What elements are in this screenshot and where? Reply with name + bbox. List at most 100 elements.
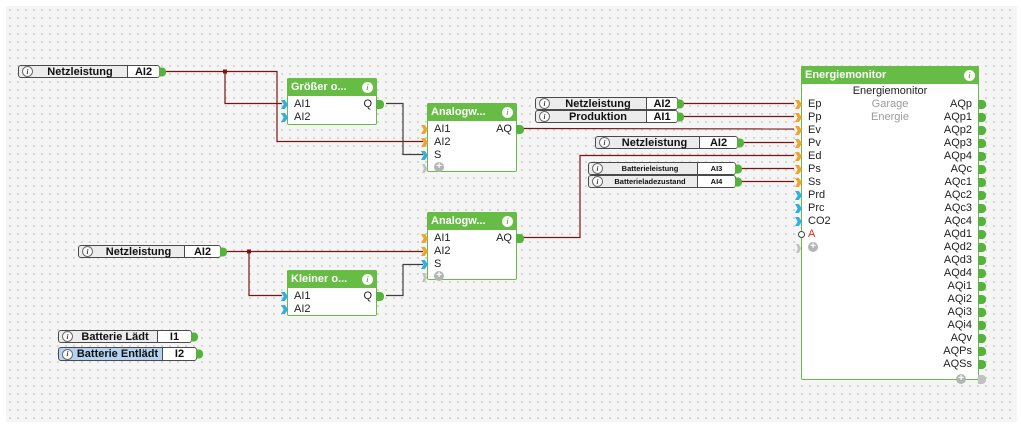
info-icon[interactable]: i	[964, 69, 975, 81]
output-pin[interactable]	[196, 349, 203, 359]
input-pin-prc[interactable]	[795, 204, 802, 213]
output-label-aqi2: AQi2	[947, 293, 972, 305]
output-pin-aqi2[interactable]	[978, 295, 986, 304]
output-pin[interactable]	[191, 332, 198, 341]
info-icon[interactable]: i	[502, 215, 513, 227]
info-icon[interactable]: i	[362, 81, 373, 93]
info-icon[interactable]: i	[502, 106, 513, 118]
input-pin-pp[interactable]	[795, 113, 802, 122]
output-label-aq: AQ	[496, 123, 512, 135]
block-title: Energiemonitor	[805, 69, 887, 81]
output-pin-aqp[interactable]	[978, 100, 986, 109]
output-pin-aqp4[interactable]	[978, 152, 986, 161]
input-pin-pv[interactable]	[795, 139, 802, 148]
output-pin-aqi3[interactable]	[978, 308, 986, 317]
input-pin-s[interactable]	[421, 260, 428, 269]
output-pin[interactable]	[220, 247, 227, 256]
info-icon[interactable]: i	[592, 176, 603, 187]
output-label-aqd3: AQd3	[943, 254, 972, 266]
output-pin-q[interactable]	[376, 100, 384, 109]
output-pin-aqi1[interactable]	[978, 282, 986, 291]
input-pin-ai2[interactable]	[421, 247, 428, 256]
input-pin-ep[interactable]	[795, 100, 802, 109]
output-pin[interactable]	[735, 164, 742, 173]
output-pin-aqp2[interactable]	[978, 126, 986, 135]
output-pin-aqss[interactable]	[978, 360, 986, 369]
output-label-aqc1: AQc1	[944, 176, 972, 188]
input-pin-ai1[interactable]	[421, 125, 428, 134]
info-icon[interactable]: i	[62, 348, 73, 360]
output-pin-aqd1[interactable]	[978, 230, 986, 239]
connector-label: Batterie Entlädt	[76, 348, 159, 360]
input-pin-ai1[interactable]	[421, 234, 428, 243]
input-pin-s[interactable]	[421, 151, 428, 160]
input-pin-prd[interactable]	[795, 191, 802, 200]
output-pin-aqd4[interactable]	[978, 269, 986, 278]
output-pin-aqd2[interactable]	[978, 243, 986, 252]
info-icon[interactable]: i	[362, 273, 373, 285]
output-pin-aqd3[interactable]	[978, 256, 986, 265]
output-pin-aqps[interactable]	[978, 347, 986, 356]
output-label-aqd1: AQd1	[943, 228, 972, 240]
info-icon[interactable]: i	[592, 163, 603, 174]
output-pin[interactable]	[677, 112, 684, 121]
info-icon[interactable]: i	[62, 331, 73, 342]
output-pin-q[interactable]	[376, 292, 384, 301]
output-label-aqd4: AQd4	[943, 267, 972, 279]
output-pin-aqc3[interactable]	[978, 204, 986, 213]
info-icon[interactable]: i	[539, 111, 550, 122]
input-pin-ps[interactable]	[795, 165, 802, 174]
output-pin-aqi4[interactable]	[978, 321, 986, 330]
input-pin-ed[interactable]	[795, 152, 802, 161]
input-pin-a[interactable]	[798, 231, 805, 238]
output-label-q: Q	[363, 98, 372, 110]
input-pin-ai2[interactable]	[281, 113, 288, 122]
output-pin[interactable]	[735, 177, 742, 186]
input-pin-ai1[interactable]	[281, 100, 288, 109]
input-pin-ev[interactable]	[795, 126, 802, 135]
info-icon[interactable]: i	[539, 98, 550, 109]
input-pin-ss[interactable]	[795, 178, 802, 187]
input-label-ai1: AI1	[434, 123, 451, 135]
input-label-ai2: AI2	[294, 111, 311, 123]
output-pin-aqv[interactable]	[978, 334, 986, 343]
info-icon[interactable]: i	[82, 246, 93, 257]
output-pin-aqc4[interactable]	[978, 217, 986, 226]
input-pin-ai1[interactable]	[281, 292, 288, 301]
output-pin-aq[interactable]	[516, 125, 524, 134]
output-pin[interactable]	[159, 67, 166, 76]
output-pin-aqc[interactable]	[978, 165, 986, 174]
plus-icon[interactable]: +	[434, 162, 444, 172]
info-icon[interactable]: i	[22, 66, 33, 77]
input-pin-ai2[interactable]	[281, 305, 288, 314]
output-pin-aqc2[interactable]	[978, 191, 986, 200]
output-pin-aqc1[interactable]	[978, 178, 986, 187]
output-pin-aq[interactable]	[516, 234, 524, 243]
input-pin-co2[interactable]	[795, 217, 802, 226]
plus-icon[interactable]: +	[434, 271, 444, 281]
info-icon[interactable]: i	[599, 137, 610, 148]
block-header: Kleiner o...i	[287, 270, 377, 288]
output-pin-aqp1[interactable]	[978, 113, 986, 122]
connector-label: Batterieladezustand	[614, 177, 686, 186]
plus-icon[interactable]: +	[808, 242, 818, 252]
output-pin[interactable]	[737, 138, 744, 147]
plus-icon[interactable]: +	[956, 374, 966, 384]
output-pin[interactable]	[677, 99, 684, 108]
input-pin-ai2[interactable]	[421, 138, 428, 147]
output-pin-aqp3[interactable]	[978, 139, 986, 148]
